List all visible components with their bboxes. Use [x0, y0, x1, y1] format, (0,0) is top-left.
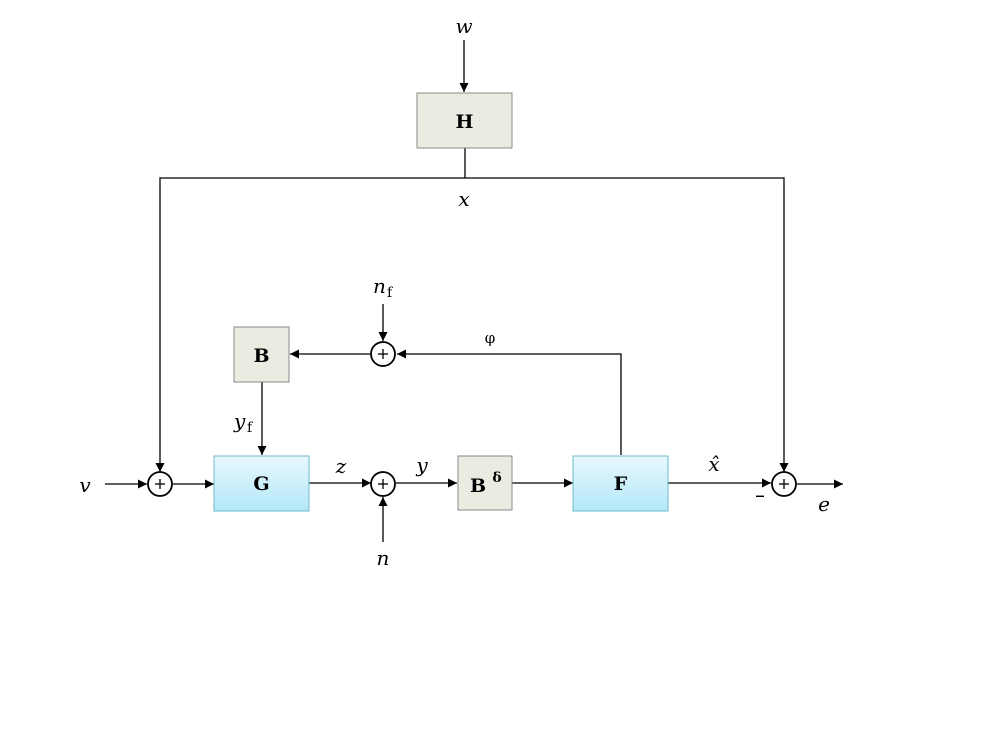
wire-x-to-sum-right — [465, 177, 789, 472]
label-z: z — [335, 454, 347, 478]
label-n-f-base: n — [373, 274, 386, 298]
label-e: e — [818, 492, 830, 516]
label-n: n — [377, 546, 390, 570]
label-v: v — [79, 473, 91, 497]
block-b-delta-base: B — [470, 475, 486, 497]
label-phi: φ — [485, 329, 496, 347]
block-b-label: B — [253, 345, 269, 367]
label-n-f-sub: f — [387, 285, 394, 301]
label-x-hat: x̂ — [708, 452, 719, 476]
sum-junction-feedback — [370, 341, 396, 367]
block-b-delta-sup: δ — [492, 470, 501, 486]
label-y-f-sub: f — [247, 420, 254, 436]
label-minus-sign: – — [755, 483, 765, 507]
block-b: B — [233, 326, 290, 383]
block-f-label: F — [614, 473, 628, 495]
label-y-f: y f — [233, 409, 254, 436]
label-y-f-base: y — [233, 409, 246, 433]
block-h: H — [416, 92, 513, 149]
block-h-label: H — [456, 111, 474, 133]
label-y: y — [415, 453, 428, 477]
sum-junction-measurement — [370, 471, 396, 497]
sum-junction-error — [771, 471, 797, 497]
wire-x-to-sum-left — [155, 177, 465, 472]
sum-junction-input — [147, 471, 173, 497]
block-g: G — [213, 455, 310, 512]
block-f: F — [572, 455, 669, 512]
wire-f-feedback-phi — [397, 349, 622, 455]
label-n-f: n f — [373, 274, 394, 301]
block-b-delta: B δ — [457, 455, 513, 511]
label-x: x — [458, 187, 469, 211]
block-g-label: G — [253, 473, 269, 495]
label-w: w — [455, 14, 472, 38]
